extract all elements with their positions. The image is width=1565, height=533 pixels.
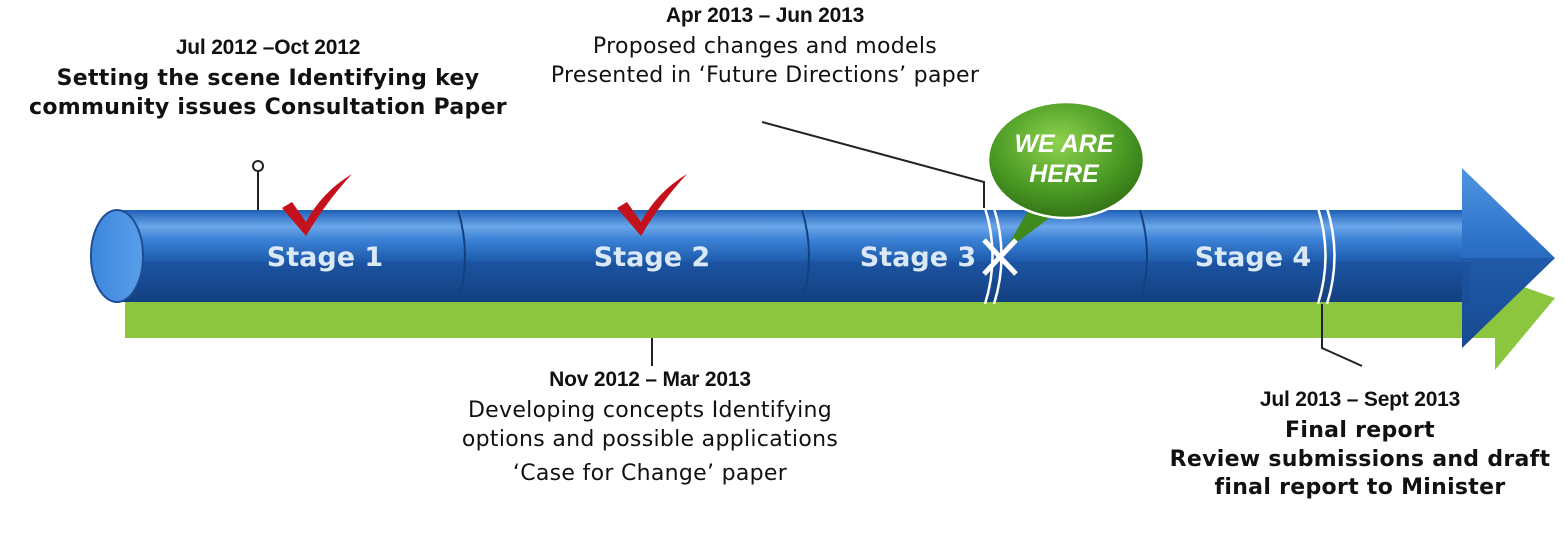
- stage-1-description-line1: Setting the scene Identifying key: [56, 66, 480, 92]
- we-are-here-line2: HERE: [1029, 160, 1100, 188]
- stage-4-leader-line: [1321, 304, 1363, 367]
- stage-3-description-line1: Proposed changes and models: [592, 34, 938, 60]
- stage-4-description-line1: Final report: [1285, 418, 1435, 444]
- segment-divider-3: [1139, 209, 1148, 303]
- current-position-x-icon: [982, 238, 1018, 276]
- stage-3-annotation: Apr 2013 – Jun 2013 Proposed changes and…: [505, 2, 1025, 90]
- stage-2-description-line1: Developing concepts Identifying: [467, 398, 833, 424]
- stage-1-label: Stage 1: [267, 242, 383, 273]
- stage-4-label: Stage 4: [1195, 242, 1311, 273]
- we-are-here-line1: WE ARE: [1014, 130, 1114, 158]
- stage-1-check-icon: [282, 174, 352, 236]
- stage-2-label: Stage 2: [594, 242, 710, 273]
- progress-ring-4: [1316, 207, 1327, 305]
- stage-2-date: Nov 2012 – Mar 2013: [549, 368, 751, 391]
- stage-4-description-line3: final report to Minister: [1214, 475, 1506, 501]
- stage-1-date: Jul 2012 –Oct 2012: [175, 36, 361, 59]
- arrow-shaft: [115, 210, 1470, 302]
- stage-4-annotation: Jul 2013 – Sept 2013 Final report Review…: [1160, 386, 1560, 503]
- stage-2-check-icon: [617, 174, 687, 236]
- segment-divider-1: [457, 209, 466, 303]
- segment-divider-2: [801, 209, 810, 303]
- progress-ring-3: [983, 207, 994, 305]
- stage-3-description-line2: Presented in ‘Future Directions’ paper: [550, 62, 980, 88]
- stage-4-date: Jul 2013 – Sept 2013: [1259, 388, 1461, 411]
- stage-2-description-line3: ‘Case for Change’ paper: [512, 461, 788, 487]
- arrow-shadow: [125, 268, 1555, 370]
- stage-1-description-line2: community issues Consultation Paper: [29, 94, 507, 120]
- stage-3-leader-line: [761, 121, 985, 208]
- arrow-end-cap: [90, 209, 144, 303]
- stage-3-label: Stage 3: [860, 242, 976, 273]
- stage-2-annotation: Nov 2012 – Mar 2013 Developing concepts …: [420, 366, 880, 489]
- stage-4-description-line2: Review submissions and draft: [1169, 446, 1551, 472]
- stage-1-annotation: Jul 2012 –Oct 2012 Setting the scene Ide…: [28, 34, 508, 122]
- stage-2-description-line2: options and possible applications: [461, 426, 839, 452]
- stage-3-date: Apr 2013 – Jun 2013: [665, 4, 865, 27]
